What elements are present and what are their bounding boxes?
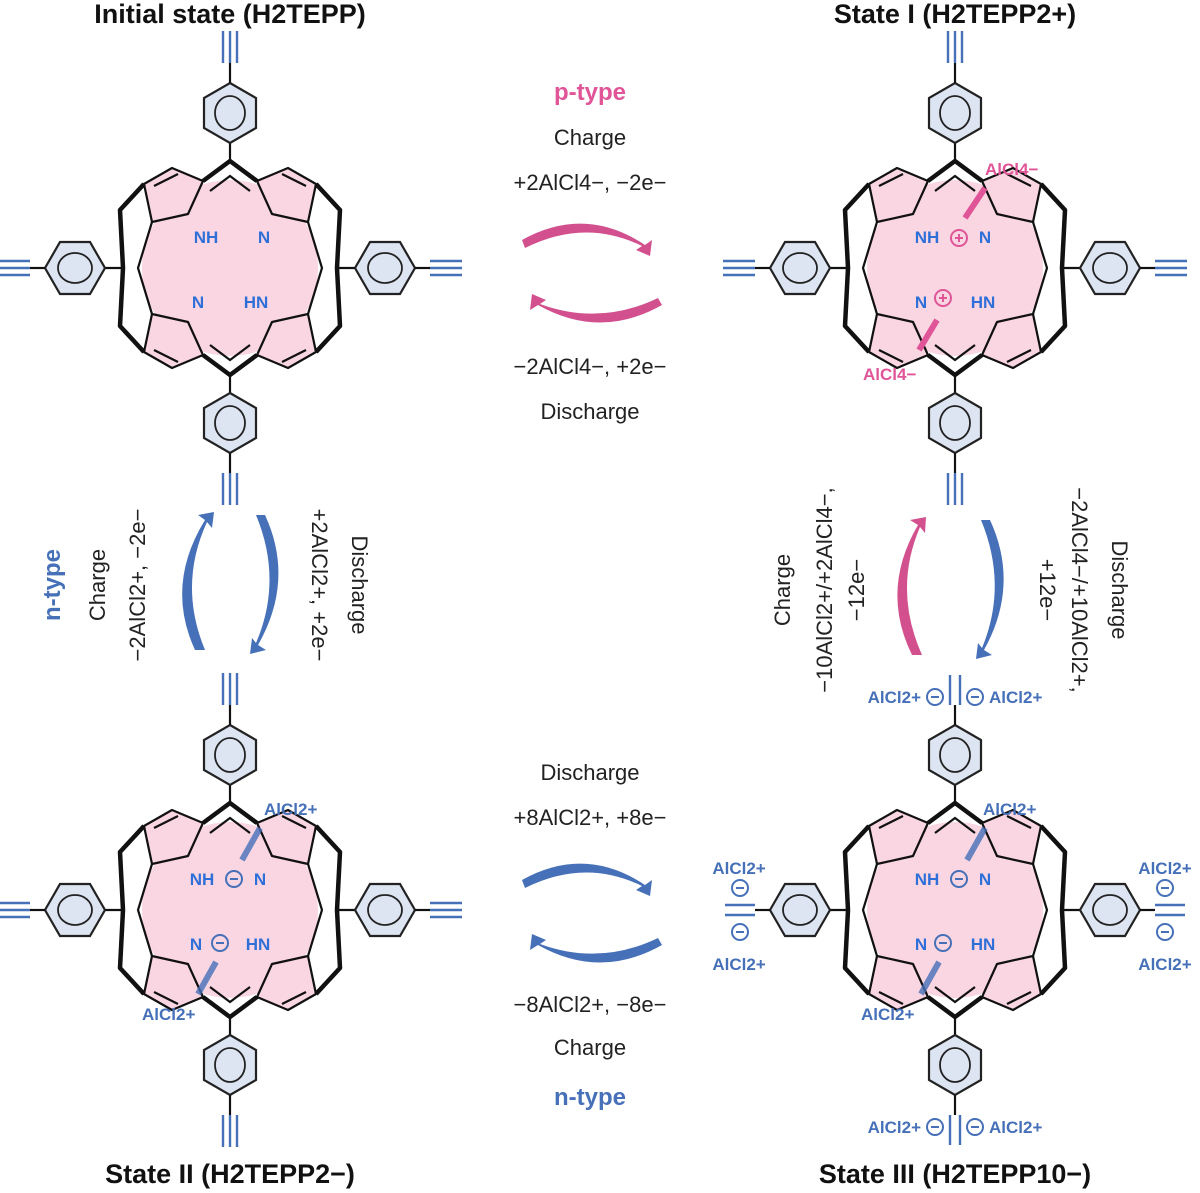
charge-equation: +2AlCl4−, −2e−	[514, 170, 667, 195]
atom-hn: HN	[971, 935, 996, 954]
molecule-state3: AlCl2+ AlCl2+ AlCl2+ AlCl2+ AlCl2+ AlCl2…	[712, 675, 1192, 1145]
charge-arrow-blue	[182, 512, 214, 650]
atom-nh: NH	[915, 870, 940, 889]
ion-alcl2-label: AlCl2+	[712, 955, 765, 974]
charge-label: Charge	[554, 125, 626, 150]
molecule-state1: NH N N HN AlCl4− AlCl4−	[721, 29, 1189, 507]
ion-alcl2-label: AlCl2+	[142, 1005, 195, 1024]
n-type-label: n-type	[554, 1084, 626, 1111]
discharge-label: Discharge	[347, 535, 372, 634]
atom-n: N	[979, 870, 991, 889]
atom-n: N	[192, 293, 204, 312]
minus-charge-icon	[211, 934, 229, 952]
ion-bond-pink	[962, 186, 988, 220]
molecule-state2: NH N N HN AlCl2+ AlCl2+	[0, 671, 464, 1149]
discharge-equation-2: +12e−	[1035, 559, 1060, 621]
ion-bond-blue	[195, 960, 219, 996]
ion-alcl2-label: AlCl2+	[264, 800, 317, 819]
top-arrow-group: p-type Charge +2AlCl4−, −2e− −2AlCl4−, +…	[514, 79, 667, 424]
initial-state-title: Initial state (H2TEPP)	[94, 0, 366, 29]
terminal-top: AlCl2+ AlCl2+	[868, 675, 1042, 707]
ion-alcl4-label: AlCl4−	[985, 160, 1038, 179]
discharge-arrow-blue	[250, 515, 279, 654]
atom-n: N	[190, 935, 202, 954]
discharge-arrow-blue	[976, 520, 1004, 659]
ion-bond-blue	[918, 960, 942, 996]
plus-charge-icon	[950, 229, 968, 247]
ion-alcl2-label: AlCl2+	[989, 1118, 1042, 1137]
atom-nh: NH	[194, 228, 219, 247]
discharge-equation: +8AlCl2+, +8e−	[514, 805, 667, 830]
charge-arrow-pink	[522, 223, 652, 256]
ion-alcl2-label: AlCl2+	[868, 688, 921, 707]
charge-label: Charge	[85, 549, 110, 621]
discharge-equation: +2AlCl2+, +2e−	[307, 509, 332, 662]
n-type-label: n-type	[39, 549, 66, 621]
charge-arrow-pink	[897, 517, 926, 655]
molecule-initial: NH N N HN	[0, 29, 464, 507]
ion-alcl2-label: AlCl2+	[1138, 859, 1191, 878]
ion-alcl2-label: AlCl2+	[989, 688, 1042, 707]
charge-label: Charge	[770, 554, 795, 626]
atom-n: N	[254, 870, 266, 889]
charge-equation-2: −12e−	[844, 559, 869, 621]
discharge-equation-1: −2AlCl4−/+10AlCl2+,	[1067, 487, 1092, 692]
discharge-label: Discharge	[540, 760, 639, 785]
minus-charge-icon	[950, 870, 968, 888]
terminal-bottom: AlCl2+ AlCl2+	[868, 1115, 1042, 1145]
minus-charge-icon	[934, 934, 952, 952]
atom-nh: NH	[915, 228, 940, 247]
atom-n: N	[979, 228, 991, 247]
ion-alcl2-label: AlCl2+	[1138, 955, 1191, 974]
charge-equation: −8AlCl2+, −8e−	[514, 992, 667, 1017]
charge-arrow-blue	[530, 934, 662, 963]
discharge-equation: −2AlCl4−, +2e−	[514, 354, 667, 379]
state2-title: State II (H2TEPP2−)	[105, 1159, 355, 1189]
discharge-label: Discharge	[1107, 540, 1132, 639]
charge-equation-1: −10AlCl2+/+2AlCl4−,	[812, 487, 837, 692]
atom-n: N	[915, 293, 927, 312]
ion-alcl4-label: AlCl4−	[863, 365, 916, 384]
atom-hn: HN	[244, 293, 269, 312]
state1-title: State I (H2TEPP2+)	[834, 0, 1076, 29]
charge-label: Charge	[554, 1035, 626, 1060]
ion-alcl2-label: AlCl2+	[861, 1005, 914, 1024]
charge-equation: −2AlCl2+, −2e−	[125, 509, 150, 662]
atom-nh: NH	[190, 870, 215, 889]
plus-charge-icon	[934, 289, 952, 307]
minus-charge-icon	[225, 870, 243, 888]
atom-hn: HN	[971, 293, 996, 312]
atom-n: N	[915, 935, 927, 954]
discharge-arrow-pink	[530, 294, 662, 323]
ion-alcl2-label: AlCl2+	[712, 859, 765, 878]
ion-bond-blue	[964, 826, 988, 862]
ion-alcl2-label: AlCl2+	[983, 800, 1036, 819]
atom-hn: HN	[246, 935, 271, 954]
p-type-label: p-type	[554, 79, 626, 106]
ion-alcl2-label: AlCl2+	[868, 1118, 921, 1137]
state3-title: State III (H2TEPP10−)	[819, 1159, 1091, 1189]
terminal-left: AlCl2+ AlCl2+	[712, 859, 765, 974]
bottom-arrow-group: Discharge +8AlCl2+, +8e− −8AlCl2+, −8e− …	[514, 760, 667, 1111]
left-arrow-group: n-type Charge −2AlCl2+, −2e− +2AlCl2+, +…	[39, 509, 372, 662]
ion-bond-blue	[239, 826, 263, 862]
terminal-right: AlCl2+ AlCl2+	[1138, 859, 1191, 974]
right-arrow-group: Charge −10AlCl2+/+2AlCl4−, −12e− +12e− −…	[770, 487, 1132, 692]
discharge-arrow-blue	[522, 863, 652, 896]
atom-n: N	[258, 228, 270, 247]
ion-bond-pink	[916, 318, 940, 352]
discharge-label: Discharge	[540, 399, 639, 424]
